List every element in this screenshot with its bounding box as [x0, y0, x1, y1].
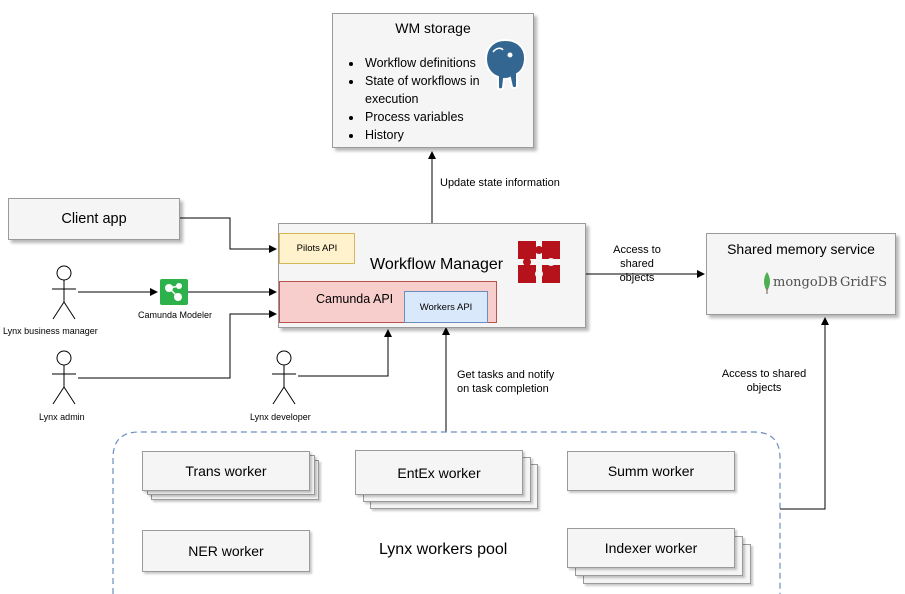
- client-app-box: Client app: [8, 198, 180, 240]
- pilots-api-box: Pilots API: [279, 233, 355, 264]
- wm-storage-item: History: [363, 126, 495, 144]
- update-state-label: Update state information: [440, 177, 560, 189]
- edge-admin-to-camunda: [78, 310, 277, 379]
- entex-worker-box: EntEx worker: [355, 450, 523, 495]
- workers-pool-label: Lynx workers pool: [379, 541, 508, 558]
- workflow-manager-title: Workflow Manager: [370, 256, 504, 273]
- workers-api-label: Workers API: [419, 301, 473, 313]
- ner-worker-box: NER worker: [142, 530, 310, 572]
- pilots-api-label: Pilots API: [296, 243, 338, 254]
- indexer-worker-label: Indexer worker: [604, 540, 698, 556]
- wm-storage-list: Workflow definitions State of workflows …: [349, 54, 495, 144]
- entex-worker-label: EntEx worker: [397, 464, 481, 481]
- developer-actor-icon: [272, 350, 296, 405]
- ner-worker-label: NER worker: [188, 543, 264, 559]
- shared-memory-title: Shared memory service: [727, 241, 875, 257]
- mongodb-logo-text: mongoDB: [773, 275, 838, 290]
- workers-pool-border: [112, 431, 781, 594]
- client-app-label: Client app: [61, 211, 127, 227]
- workers-api-box: Workers API: [404, 291, 488, 323]
- mongodb-leaf-icon: [764, 272, 770, 294]
- gridfs-logo-text: GridFS: [840, 275, 888, 290]
- edge-client-to-pilots: [180, 217, 277, 253]
- camunda-modeler-label: Camunda Modeler: [138, 310, 213, 320]
- trans-worker-box: Trans worker: [142, 451, 310, 491]
- workflow-manager-logo-icon: [518, 241, 560, 283]
- wm-storage-item: Process variables: [363, 108, 495, 126]
- wm-storage-box: WM storage Workflow definitions State of…: [332, 13, 534, 148]
- developer-label: Lynx developer: [250, 412, 311, 422]
- wm-storage-title: WM storage: [395, 20, 471, 36]
- edge-developer-to-camunda: [298, 329, 392, 377]
- business-manager-actor-icon: [52, 265, 76, 320]
- admin-label: Lynx admin: [39, 412, 85, 422]
- admin-actor-icon: [52, 350, 76, 405]
- shared-memory-box: Shared memory service mongoDB GridFS: [706, 233, 896, 315]
- summ-worker-label: Summ worker: [607, 463, 695, 479]
- indexer-worker-box: Indexer worker: [567, 528, 735, 568]
- wm-storage-item: Workflow definitions: [363, 54, 495, 72]
- trans-worker-label: Trans worker: [185, 463, 267, 479]
- postgresql-logo-icon: [484, 38, 527, 90]
- summ-worker-box: Summ worker: [567, 451, 735, 491]
- camunda-modeler-icon: [160, 279, 188, 305]
- business-manager-label: Lynx business manager: [3, 326, 98, 336]
- edge-pool-to-shared-memory: [780, 317, 829, 510]
- camunda-api-label: Camunda API: [316, 292, 394, 306]
